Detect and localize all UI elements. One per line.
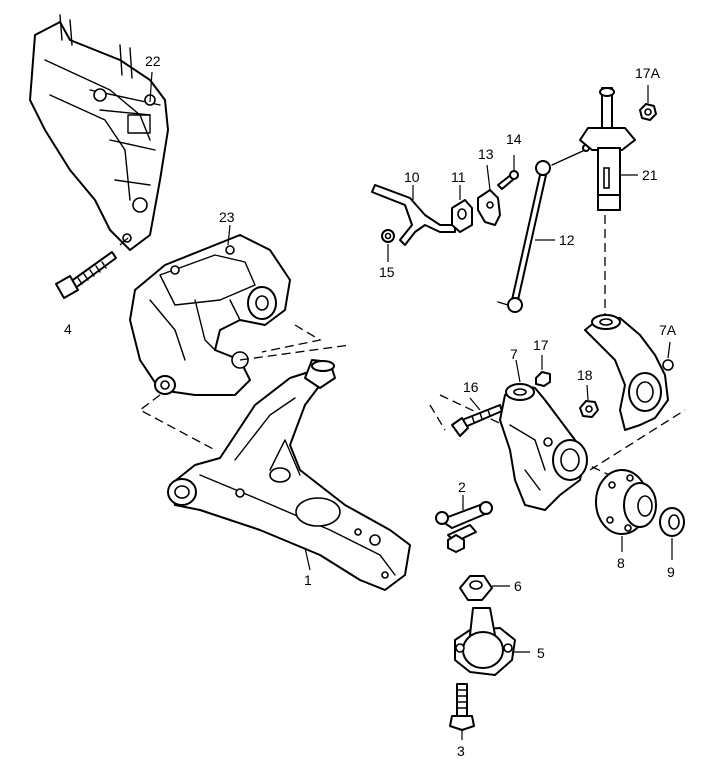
label-14: 14 [506,131,522,147]
label-23: 23 [219,209,235,225]
stabilizer-bar-part-10 [371,184,456,246]
nut-part-6 [459,575,493,601]
bolt-part-16 [451,404,503,437]
clamp-plate-part-2 [435,501,493,553]
label-6: 6 [514,578,522,594]
hub-nut-part-9 [659,507,685,537]
label-17a: 17A [635,65,661,81]
ball-joint-part-5 [454,607,516,676]
label-18: 18 [577,367,593,383]
label-1: 1 [304,572,312,588]
label-7: 7 [510,346,518,362]
subframe-part-22 [29,14,169,251]
label-5: 5 [537,645,545,661]
steering-knuckle-part-7a [584,314,674,431]
nut-part-15 [381,229,395,243]
strut-part-21 [579,87,636,211]
bolt-part-14 [497,170,519,190]
label-10: 10 [404,169,420,185]
label-13: 13 [478,146,494,162]
bolt-part-3 [449,683,475,731]
coupling-rod-part-12 [497,144,590,313]
label-22: 22 [145,53,161,69]
bolt-part-4 [55,251,117,299]
control-arm-part-1 [167,359,411,591]
label-15: 15 [379,264,395,280]
label-9: 9 [667,564,675,580]
wheel-hub-part-8 [595,469,657,535]
label-2: 2 [458,479,466,495]
steering-knuckle-part-7 [499,383,588,511]
label-16: 16 [463,379,479,395]
bracket-part-23 [129,234,291,396]
nut-part-18 [579,400,599,418]
label-4: 4 [64,321,72,337]
label-8: 8 [617,555,625,571]
alignment-line-bracket-arm [138,324,351,451]
bush-part-11 [451,199,473,233]
label-21: 21 [642,167,658,183]
label-7a: 7A [659,322,677,338]
nut-part-17a [639,103,657,121]
label-11: 11 [451,169,466,185]
label-3: 3 [457,743,465,759]
label-17: 17 [533,337,549,353]
nut-part-17 [535,371,551,387]
clamp-part-13 [477,189,501,226]
label-12: 12 [559,232,575,248]
